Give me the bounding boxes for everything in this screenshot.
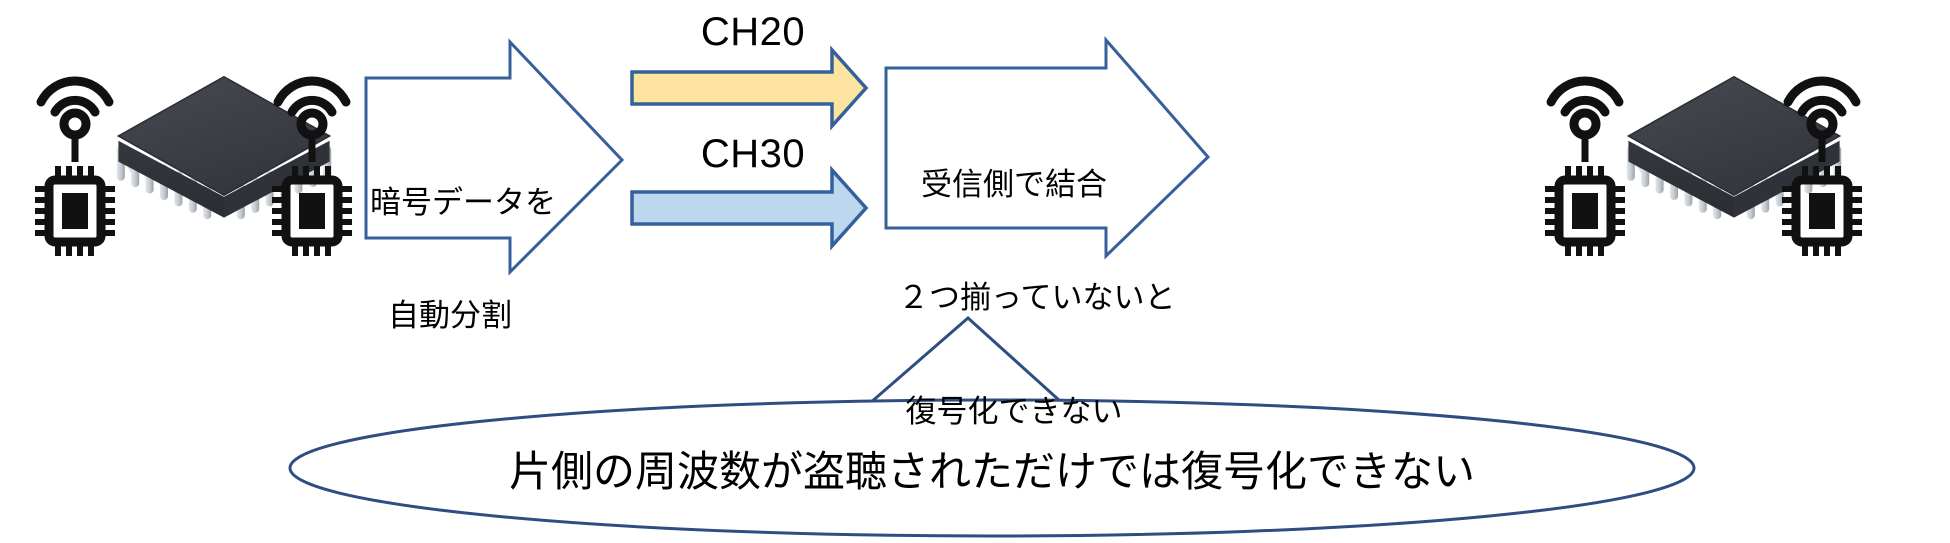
combine-arrow-line2: ２つ揃っていないと: [898, 280, 1176, 316]
combine-arrow-label: 受信側で結合 ２つ揃っていないと 復号化できない: [898, 90, 1176, 506]
transmitter-module: [35, 76, 352, 256]
combine-arrow-line3: 復号化できない: [905, 393, 1123, 429]
split-arrow-line1: 暗号データを: [370, 184, 556, 220]
channel-label-ch30: CH30: [700, 132, 806, 176]
receiver-module: [1545, 76, 1862, 256]
channel-arrow-ch20[interactable]: [630, 45, 869, 131]
split-arrow[interactable]: [364, 38, 625, 276]
wireless-chip-icon: [1545, 81, 1625, 256]
wireless-chip-icon: [35, 81, 115, 256]
channel-arrow-ch30[interactable]: [630, 165, 869, 251]
eavesdrop-callout[interactable]: [288, 315, 1696, 538]
eavesdrop-callout-text: 片側の周波数が盗聴されただけでは復号化できない: [508, 448, 1475, 495]
split-arrow-line2: 自動分割: [388, 298, 512, 334]
combine-arrow-line1: 受信側で結合: [921, 166, 1107, 202]
combine-arrow[interactable]: [884, 35, 1211, 260]
split-arrow-label: 暗号データを 自動分割: [370, 108, 556, 411]
channel-label-ch20: CH20: [700, 10, 806, 54]
